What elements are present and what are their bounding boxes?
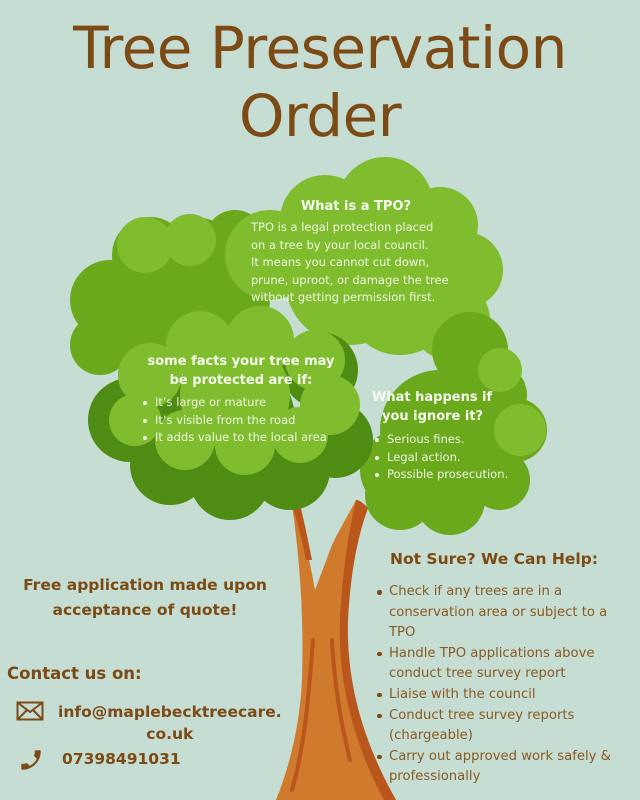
list-item: It adds value to the local area bbox=[140, 429, 346, 447]
help-list: Check if any trees are in a conservation… bbox=[374, 582, 640, 788]
phone-contact[interactable]: 07398491031 bbox=[18, 747, 181, 777]
help-item-line: (chargeable) bbox=[389, 728, 473, 744]
list-item: Possible prosecution. bbox=[372, 466, 538, 484]
canopy-front-left bbox=[88, 306, 373, 520]
protection-facts-section: some facts your tree may be protected ar… bbox=[136, 352, 346, 447]
help-item-line: Carry out approved work safely & bbox=[389, 748, 611, 764]
list-item: It’s visible from the road bbox=[140, 412, 346, 430]
page-title: Tree Preservation Order bbox=[0, 14, 640, 150]
free-application-line-1: Free application made upon bbox=[23, 576, 267, 594]
canopy-right bbox=[360, 312, 547, 535]
free-application-line-2: acceptance of quote! bbox=[52, 601, 238, 619]
list-item: Conduct tree survey reports (chargeable) bbox=[374, 706, 640, 747]
consequences-heading: What happens if you ignore it? bbox=[368, 388, 538, 426]
title-line-1: Tree Preservation bbox=[73, 14, 567, 82]
help-item-line: professionally bbox=[389, 769, 481, 785]
body-line: It means you cannot cut down, bbox=[251, 255, 430, 269]
list-item: Liaise with the council bbox=[374, 685, 640, 706]
help-item-line: Conduct tree survey reports bbox=[389, 707, 575, 723]
consequences-list: Serious fines. Legal action. Possible pr… bbox=[372, 431, 538, 484]
body-line: on a tree by your local council. bbox=[251, 237, 429, 252]
facts-heading: some facts your tree may be protected ar… bbox=[136, 352, 346, 390]
phone-icon bbox=[18, 747, 44, 777]
list-item: It’s large or mature bbox=[140, 394, 346, 412]
email-line-1: info@maplebecktreecare. bbox=[58, 703, 282, 721]
help-item-line: conservation area or subject to a bbox=[389, 604, 608, 620]
free-application-note: Free application made upon acceptance of… bbox=[10, 573, 280, 623]
phone-number[interactable]: 07398491031 bbox=[62, 750, 181, 768]
envelope-icon bbox=[16, 701, 44, 725]
list-item: Serious fines. bbox=[372, 431, 538, 449]
body-line: prune, uproot, or damage the tree bbox=[251, 272, 449, 287]
list-item: Check if any trees are in a conservation… bbox=[374, 582, 640, 644]
help-item-line: Handle TPO applications above bbox=[389, 645, 595, 661]
list-item: Handle TPO applications above conduct tr… bbox=[374, 644, 640, 685]
facts-list: It’s large or mature It’s visible from t… bbox=[140, 394, 346, 447]
list-item: Carry out approved work safely & profess… bbox=[374, 747, 640, 788]
consequences-section: What happens if you ignore it? Serious f… bbox=[368, 388, 538, 484]
title-line-2: Order bbox=[238, 82, 402, 150]
help-heading: Not Sure? We Can Help: bbox=[390, 550, 598, 568]
help-item-line: Check if any trees are in a bbox=[389, 584, 563, 599]
facts-heading-line-2: be protected are if: bbox=[169, 373, 313, 388]
what-is-tpo-section: What is a TPO? TPO is a legal protection… bbox=[251, 197, 461, 307]
email-link[interactable]: info@maplebecktreecare. co.uk bbox=[58, 701, 282, 745]
what-is-tpo-heading: What is a TPO? bbox=[300, 199, 412, 214]
email-line-2: co.uk bbox=[146, 725, 194, 743]
help-item-line: TPO bbox=[389, 625, 416, 641]
body-line: without getting permission first. bbox=[251, 290, 436, 304]
email-contact[interactable]: info@maplebecktreecare. co.uk bbox=[16, 701, 282, 745]
tree-trunk bbox=[276, 500, 396, 800]
help-item-line: Liaise with the council bbox=[389, 686, 536, 702]
contact-heading: Contact us on: bbox=[7, 664, 142, 683]
consequences-heading-line-1: What happens if bbox=[372, 390, 493, 405]
body-line: TPO is a legal protection placed bbox=[251, 220, 434, 234]
what-is-tpo-body: TPO is a legal protection placed on a tr… bbox=[251, 219, 461, 307]
consequences-heading-line-2: you ignore it? bbox=[382, 409, 484, 424]
list-item: Legal action. bbox=[372, 449, 538, 467]
facts-heading-line-1: some facts your tree may bbox=[147, 354, 335, 369]
help-item-line: conduct tree survey report bbox=[389, 666, 566, 682]
